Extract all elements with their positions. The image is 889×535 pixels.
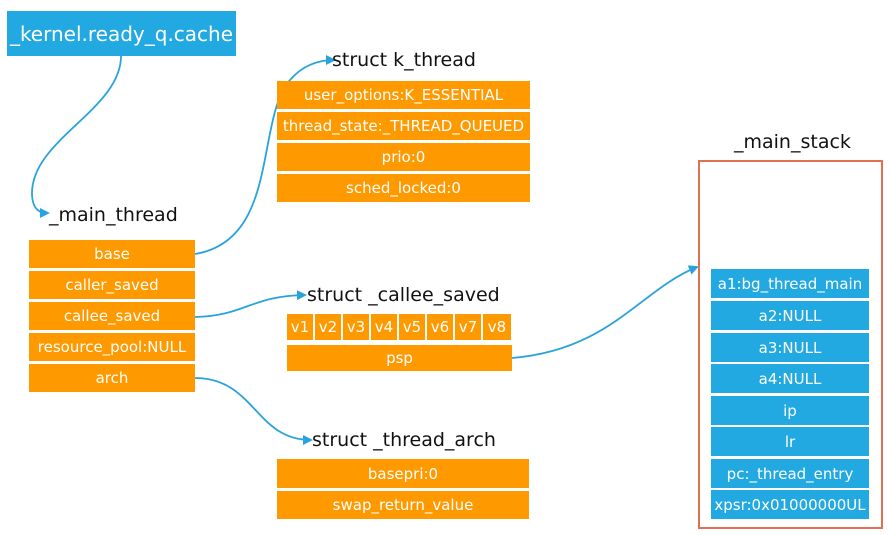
arrow-psp-to-main-stack — [511, 265, 699, 359]
callee-saved-reg-v3: v3 — [343, 314, 369, 340]
arrow-callee-saved-to-struct — [194, 290, 307, 318]
main-stack-field-ip: ip — [711, 396, 869, 425]
main-thread-title: _main_thread — [49, 204, 178, 226]
main-thread-field-base: base — [29, 240, 195, 268]
k-thread-field-user-options: user_options:K_ESSENTIAL — [277, 81, 530, 109]
thread-arch-field-swap-return-value: swap_return_value — [277, 491, 529, 519]
thread-arch-field-basepri: basepri:0 — [277, 459, 529, 488]
main-stack-field-xpsr: xpsr:0x01000000UL — [711, 490, 869, 519]
callee-saved-reg-v7: v7 — [455, 314, 481, 340]
main-stack-title: _main_stack — [734, 131, 851, 153]
main-stack-frame — [698, 160, 883, 529]
main-thread-field-resource-pool: resource_pool:NULL — [29, 333, 195, 361]
arrow-ready-q-to-main-thread — [31, 55, 122, 218]
main-stack-field-a4: a4:NULL — [711, 364, 869, 393]
k-thread-field-sched-locked: sched_locked:0 — [277, 174, 530, 202]
callee-saved-reg-v2: v2 — [315, 314, 341, 340]
callee-saved-reg-v5: v5 — [399, 314, 425, 340]
k-thread-title: struct k_thread — [332, 49, 476, 71]
callee-saved-title: struct _callee_saved — [307, 284, 500, 306]
thread-arch-title: struct _thread_arch — [312, 429, 496, 451]
main-stack-field-a2: a2:NULL — [711, 301, 869, 330]
callee-saved-reg-v8: v8 — [483, 314, 511, 340]
main-stack-field-a3: a3:NULL — [711, 333, 869, 362]
callee-saved-field-psp: psp — [287, 345, 512, 371]
arrow-arch-to-thread-arch — [194, 377, 313, 445]
arrow-base-to-k-thread — [194, 55, 336, 255]
ready-q-cache-box: _kernel.ready_q.cache — [7, 11, 236, 56]
main-thread-field-caller-saved: caller_saved — [29, 271, 195, 299]
k-thread-field-prio: prio:0 — [277, 143, 530, 171]
callee-saved-reg-v1: v1 — [287, 314, 313, 340]
main-stack-field-pc: pc:_thread_entry — [711, 459, 869, 488]
callee-saved-reg-v6: v6 — [427, 314, 453, 340]
main-thread-field-callee-saved: callee_saved — [29, 302, 195, 330]
k-thread-field-thread-state: thread_state:_THREAD_QUEUED — [277, 112, 530, 140]
main-thread-field-arch: arch — [29, 364, 195, 392]
main-stack-field-lr: lr — [711, 427, 869, 456]
main-stack-field-a1: a1:bg_thread_main — [711, 269, 869, 298]
callee-saved-reg-v4: v4 — [371, 314, 397, 340]
